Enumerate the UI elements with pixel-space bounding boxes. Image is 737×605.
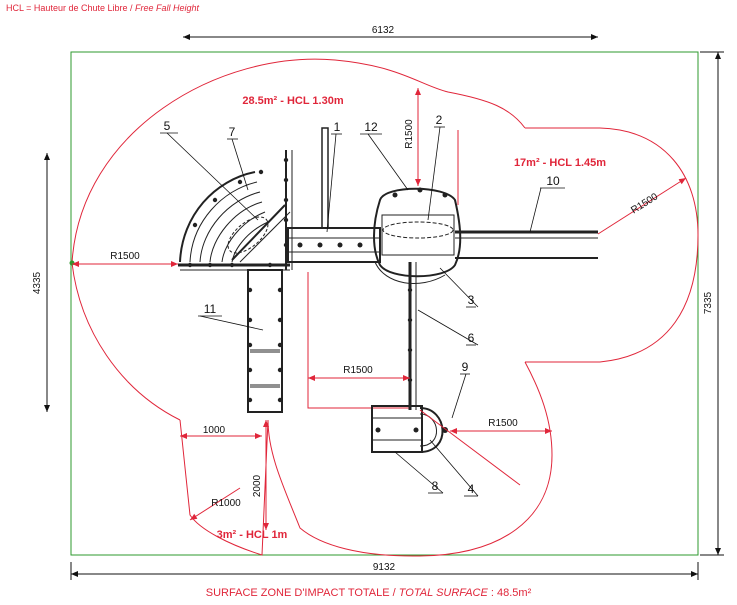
total-surface-footer: SURFACE ZONE D'IMPACT TOTALE / TOTAL SUR…: [0, 587, 737, 599]
area-label-1: 28.5m² - HCL 1.30m: [242, 95, 344, 107]
footer-italic: TOTAL SURFACE: [398, 587, 488, 599]
area-label-2: 17m² - HCL 1.45m: [514, 157, 606, 169]
area-label-3: 3m² - HCL 1m: [217, 529, 288, 541]
callout-8: 8: [432, 479, 439, 493]
callout-11: 11: [204, 302, 217, 316]
callout-9: 9: [462, 360, 469, 374]
legend-prefix: HCL = Hauteur de Chute Libre /: [6, 3, 135, 13]
callout-4: 4: [468, 482, 475, 496]
dim-right-height: 7335: [703, 291, 714, 314]
callout-5: 5: [164, 119, 171, 133]
radius-lines: [72, 88, 687, 530]
dim-r-small: R1000: [211, 498, 241, 509]
dim-r-top: R1500: [404, 119, 415, 149]
dim-width-1000: 1000: [203, 425, 226, 436]
fixing-points: [69, 157, 448, 433]
callout-10: 10: [546, 174, 560, 188]
dim-r-right-top: R1500: [629, 191, 660, 216]
dim-left-height: 4335: [32, 271, 43, 294]
callout-3: 3: [468, 293, 475, 307]
callout-7: 7: [229, 125, 236, 139]
impact-zone: [71, 58, 699, 557]
callout-12: 12: [364, 120, 378, 134]
callout-6: 6: [468, 331, 475, 345]
callout-2: 2: [436, 113, 443, 127]
legend-text: HCL = Hauteur de Chute Libre / Free Fall…: [6, 3, 199, 13]
callout-leaders: [160, 126, 565, 497]
footer-prefix: SURFACE ZONE D'IMPACT TOTALE /: [205, 587, 399, 599]
dim-top-width: 6132: [372, 25, 395, 36]
equipment-structure: [178, 127, 598, 453]
legend-italic: Free Fall Height: [135, 3, 200, 13]
dim-r-left: R1500: [110, 251, 140, 262]
dim-height-2000: 2000: [252, 474, 263, 497]
callout-1: 1: [334, 120, 341, 134]
dim-r-right-bottom: R1500: [488, 418, 518, 429]
footer-suffix: : 48.5m²: [487, 587, 532, 599]
dim-r-mid: R1500: [343, 365, 373, 376]
dim-bottom-width: 9132: [373, 562, 396, 573]
dimension-lines: [44, 34, 724, 580]
